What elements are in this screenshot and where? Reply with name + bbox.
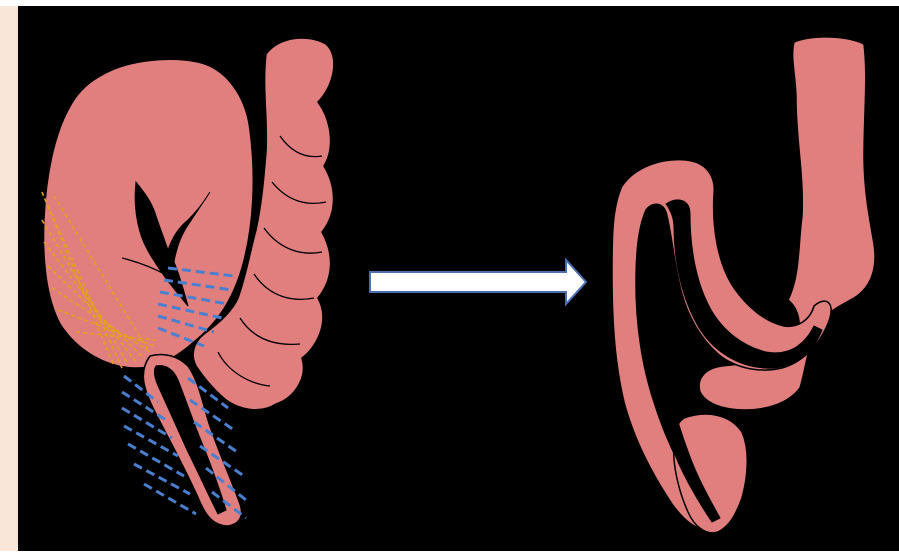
diagram-panel xyxy=(18,6,899,551)
left-side-strip xyxy=(0,6,18,551)
diagram-canvas xyxy=(18,6,899,551)
